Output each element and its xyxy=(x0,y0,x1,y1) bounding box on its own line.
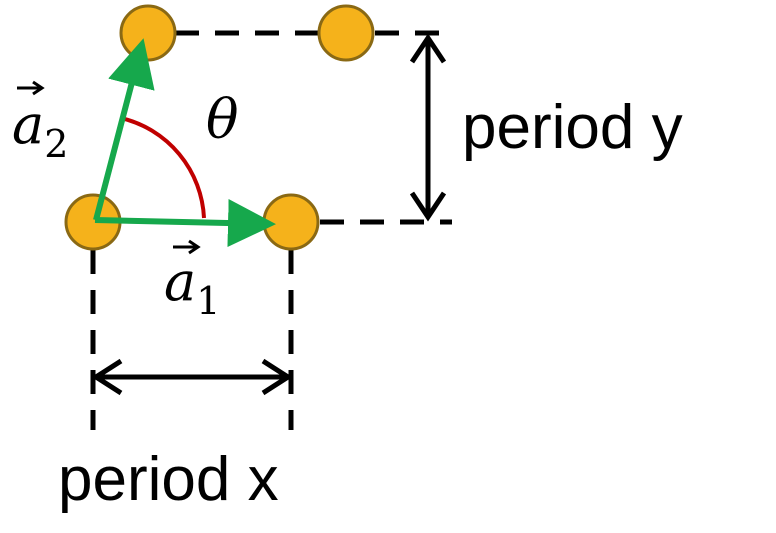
vector-a2-label: a2 xyxy=(12,93,68,166)
atom-bottom-right xyxy=(262,193,320,251)
vector-a1-letter: a xyxy=(164,250,196,313)
angle-label: θ xyxy=(206,88,239,151)
atom-top-right xyxy=(317,4,375,62)
vector-a2-subscript: 2 xyxy=(44,122,68,166)
vector-a1-label: a1 xyxy=(164,250,220,323)
vector-a2-arrow xyxy=(93,38,155,221)
period-x-arrow xyxy=(91,358,293,396)
period-y-label: period y xyxy=(462,93,683,162)
period-x-label: period x xyxy=(58,445,279,514)
atom-top-left xyxy=(119,4,177,62)
vector-a2-letter: a xyxy=(12,93,44,156)
period-y-arrow xyxy=(409,33,447,222)
vector-a1-accent-icon xyxy=(173,239,201,255)
vector-a1-subscript: 1 xyxy=(196,279,220,323)
vector-a2-accent-icon xyxy=(17,80,45,96)
vector-a1-arrow xyxy=(94,199,276,248)
angle-arc xyxy=(120,116,206,219)
